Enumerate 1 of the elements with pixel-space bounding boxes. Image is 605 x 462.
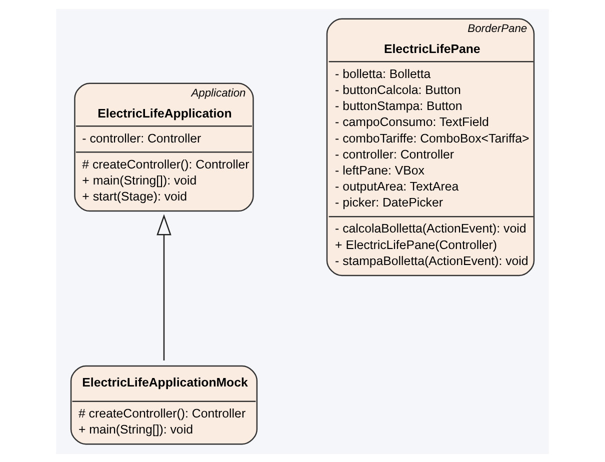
arrow xyxy=(156,214,172,360)
